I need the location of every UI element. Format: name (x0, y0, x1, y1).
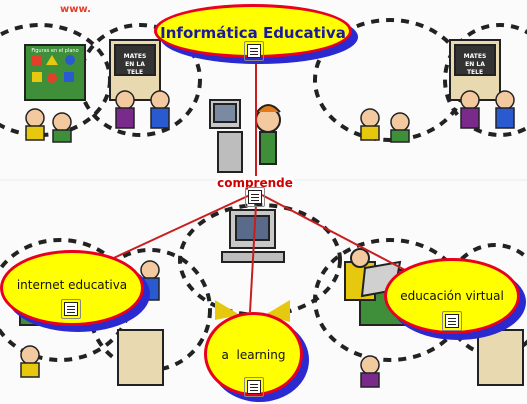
document-icon[interactable] (442, 311, 462, 331)
document-icon[interactable] (244, 377, 264, 397)
link-phrase-label: comprende (216, 176, 294, 190)
link-to-learning-line (249, 204, 257, 313)
svg-text:MATES: MATES (464, 53, 487, 60)
svg-text:MATES: MATES (124, 53, 147, 60)
concept-label: educación virtual (400, 289, 504, 303)
concept-label: internet educativa (16, 278, 128, 292)
concept-label: a learning (221, 348, 286, 362)
link-to-virtual-line (261, 194, 406, 271)
root-concept-node[interactable]: Informática Educativa (154, 4, 358, 64)
concept-node-educacion-virtual[interactable]: educación virtual (384, 258, 526, 340)
link-to-internet-line (104, 194, 251, 263)
figuras-board: Figuras en el plano (24, 44, 86, 101)
root-concept-label: Informática Educativa (160, 24, 346, 42)
svg-text:www.: www. (60, 4, 91, 15)
svg-text:EN LA: EN LA (125, 61, 145, 68)
document-icon[interactable] (61, 299, 81, 319)
svg-text:TELE: TELE (467, 69, 483, 76)
computer-kids-clipart (209, 99, 402, 301)
concept-node-a-learning[interactable]: a learning (204, 312, 309, 402)
svg-text:Figuras en el plano: Figuras en el plano (31, 48, 78, 54)
concept-node-internet-educativa[interactable]: internet educativa (0, 250, 150, 332)
document-icon[interactable] (244, 41, 264, 61)
svg-text:EN LA: EN LA (465, 61, 485, 68)
svg-text:TELE: TELE (127, 69, 143, 76)
document-icon[interactable] (245, 187, 265, 207)
link-phrase: comprende (205, 172, 305, 191)
